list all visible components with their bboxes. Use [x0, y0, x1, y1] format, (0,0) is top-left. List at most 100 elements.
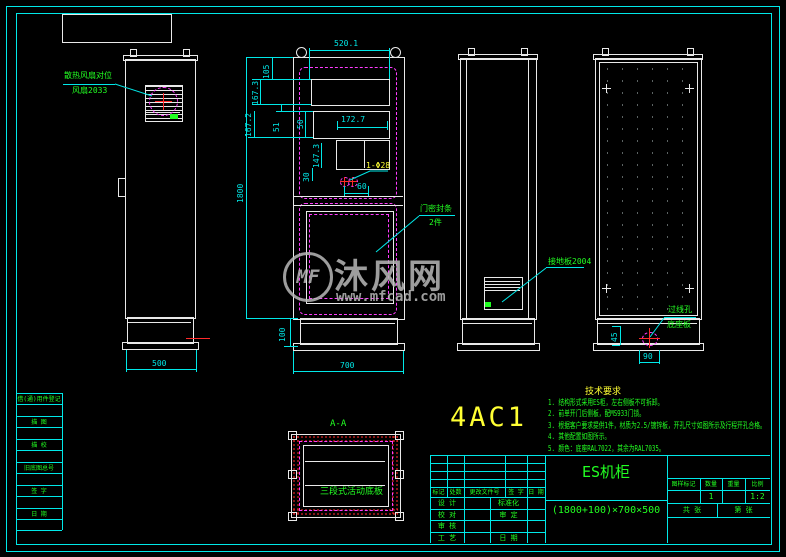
- profile-corner: [395, 431, 404, 440]
- note-item: 3. 根据客户要求提供1件，材质为2.5/镀锌板，开孔尺寸如图所示及行程开孔合格…: [548, 421, 766, 430]
- dim-rear-h: 90: [643, 352, 653, 361]
- cabinet-rear-body: [460, 58, 537, 320]
- cabinet-rear-top-cap: [458, 54, 538, 60]
- rev-header-cell: 签 字: [508, 489, 524, 496]
- ext-line: [659, 350, 660, 364]
- dim-line: [293, 371, 403, 372]
- margin-strip-line: [16, 508, 62, 509]
- info-header-cell: 数量: [704, 481, 717, 488]
- cabinet-panel-body: [595, 58, 702, 320]
- gland-plate-line: [485, 290, 520, 291]
- dim-60: 60: [357, 182, 367, 191]
- margin-strip-label: 描 图: [31, 419, 47, 426]
- dim-line: [321, 143, 322, 168]
- dim-line: [281, 104, 282, 111]
- dim-line: [272, 57, 273, 79]
- sign-cell: 审 定: [499, 511, 518, 519]
- lifting-lug: [521, 48, 528, 56]
- door-split-line: [293, 196, 403, 197]
- profile-corner: [395, 512, 404, 521]
- note-item: 1. 结构形式采用ES柜，左右侧板不可拆卸。: [548, 398, 664, 407]
- titleblock-line: [430, 520, 545, 521]
- plus-mark: [689, 284, 690, 293]
- titleblock-line: [700, 478, 701, 503]
- titleblock-line: [667, 490, 770, 491]
- drawing-code: 4AC1: [450, 402, 528, 433]
- plinth-line: [598, 323, 697, 324]
- ext-line: [612, 326, 620, 327]
- profile-corner: [288, 431, 297, 440]
- titleblock-line: [505, 455, 506, 497]
- titleblock-line: [745, 478, 746, 503]
- titleblock-line: [490, 497, 491, 543]
- info-header-cell: 图样标记: [671, 481, 696, 488]
- plinth-line: [128, 322, 191, 323]
- margin-strip-label: 日 期: [31, 511, 47, 518]
- section-inner: [303, 445, 389, 507]
- door-handle: [118, 178, 126, 197]
- dim-line: [290, 318, 291, 346]
- hole-note-line1: 过线孔: [668, 305, 692, 314]
- base-flange: [122, 342, 199, 350]
- sign-cell: 审 核: [437, 522, 457, 530]
- dim-side-width: 500: [152, 359, 167, 368]
- cabinet-panel-top-cap: [593, 54, 703, 60]
- margin-strip-label: 借(通)用件登记: [17, 396, 61, 403]
- note-item: 5. 颜色：底座RAL7022，其余为RAL7035。: [548, 444, 665, 453]
- dim-line: [620, 326, 621, 345]
- margin-strip-line: [16, 485, 62, 486]
- rev-header-cell: 更改文件号: [469, 489, 500, 496]
- lifting-lug: [602, 48, 609, 56]
- ext-line: [387, 121, 388, 130]
- margin-strip-label: 签 字: [31, 488, 47, 495]
- titleblock-line: [527, 455, 528, 497]
- vent-cutout: [311, 79, 390, 106]
- leader-underline: [546, 267, 584, 268]
- gland-plate-line: [485, 281, 520, 282]
- margin-strip-line: [16, 404, 62, 405]
- rev-header-cell: 处数: [449, 489, 462, 496]
- plus-mark: [606, 84, 607, 93]
- product-size: (1800+100)×700×500: [551, 505, 661, 516]
- titleblock-line: [430, 455, 431, 543]
- fan-note-line2: 风扇2033: [72, 86, 108, 95]
- cable-hole-center-mark: [639, 338, 660, 339]
- titleblock-line: [430, 487, 545, 488]
- margin-strip-label: 旧底图总号: [23, 465, 54, 472]
- small-cutout-divider: [364, 140, 365, 168]
- cabinet-front-body: [293, 57, 405, 320]
- titleblock-line: [667, 455, 668, 543]
- gland-plate-line: [485, 284, 520, 285]
- ext-line: [246, 57, 293, 58]
- info-value-cell: 1:2: [750, 492, 765, 501]
- section-hatch: [292, 435, 398, 442]
- ext-line: [403, 351, 404, 374]
- section-outer: [291, 434, 401, 518]
- titleblock-line: [527, 497, 528, 543]
- hole-callout: 1-Φ28: [366, 161, 391, 170]
- titleblock-line: [545, 500, 667, 501]
- margin-strip-line: [16, 530, 62, 531]
- door-seal-upper: [299, 67, 397, 199]
- dim-line: [126, 369, 196, 370]
- perforated-panel: [599, 62, 698, 316]
- section-caption: 三段式活动底板: [320, 487, 384, 497]
- signature-box: [62, 14, 172, 43]
- section-hatch: [391, 435, 398, 515]
- dim-line: [260, 79, 261, 104]
- product-name: ES机柜: [581, 463, 631, 481]
- watermark-name: 沐风网: [334, 257, 445, 297]
- ext-line: [246, 318, 293, 319]
- ext-line: [368, 186, 369, 196]
- ext-line: [293, 351, 294, 374]
- info-value-cell: 1: [708, 492, 714, 501]
- titleblock-line: [430, 479, 545, 480]
- dim-line: [309, 50, 389, 51]
- rear-frame-line: [466, 58, 467, 318]
- section-seal: [299, 441, 393, 511]
- ext-line: [612, 345, 620, 346]
- leader-underline: [63, 84, 115, 85]
- rev-header-cell: 日 期: [528, 489, 544, 496]
- red-mark-line: [186, 338, 210, 339]
- gland-plate-line: [485, 287, 520, 288]
